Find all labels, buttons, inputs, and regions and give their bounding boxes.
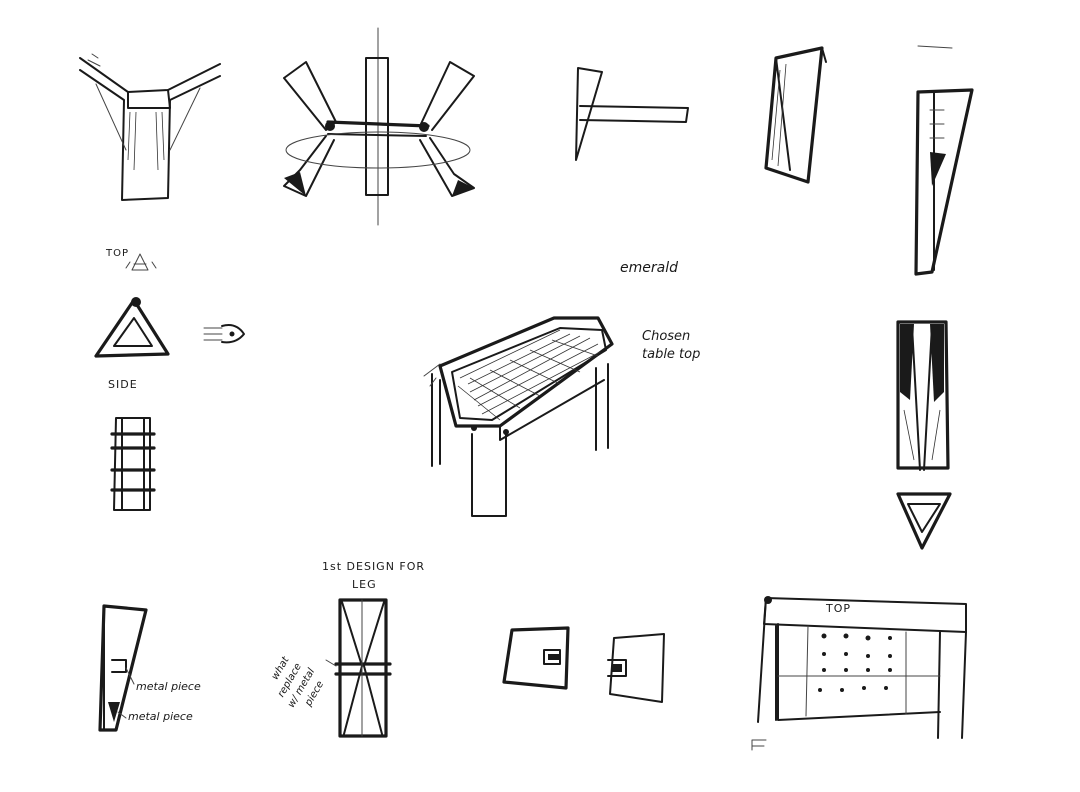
chosen-label-line1: Chosen (642, 329, 690, 344)
design-for-leg-title-line1: 1st DESIGN FOR (322, 560, 425, 573)
plan-dot-grid (818, 633, 892, 692)
x-frame-base-sketch (283, 27, 475, 226)
triangle-leg-bottom-sketch (896, 492, 952, 550)
top-label-small: TOP (105, 248, 129, 259)
side-ladder-sketch (110, 417, 156, 511)
leg-metal-piece-sketch (98, 604, 148, 732)
leg-side-profile-sketch (575, 67, 689, 161)
eye-view-arrow-icon (203, 324, 245, 344)
design-for-leg-title-line2: LEG (352, 578, 377, 591)
table-top-plan-sketch (751, 596, 967, 751)
chosen-table-top-sketch (423, 316, 614, 517)
tall-leg-sketch (914, 45, 974, 276)
mini-triangle-top-icon (125, 253, 157, 271)
dark-leg-front-sketch (896, 320, 950, 471)
joint-square-left-sketch (502, 626, 570, 690)
replace-note: what replace w/ metal piece (270, 654, 326, 710)
metal-piece-note-2: metal piece (128, 710, 193, 723)
emerald-note: emerald (620, 260, 678, 276)
top-plan-label: TOP (825, 602, 851, 615)
table-top-hatching (457, 329, 601, 421)
triangle-leg-plan-sketch (94, 297, 170, 358)
metal-piece-note-1: metal piece (136, 680, 201, 693)
first-leg-design-sketch (325, 598, 392, 738)
y-bracket-joint-sketch (79, 53, 221, 201)
chosen-label-line2: table top (642, 347, 700, 362)
side-label: SIDE (108, 378, 138, 391)
joint-square-right-sketch (607, 633, 665, 703)
prism-leg-sketch (764, 46, 827, 184)
